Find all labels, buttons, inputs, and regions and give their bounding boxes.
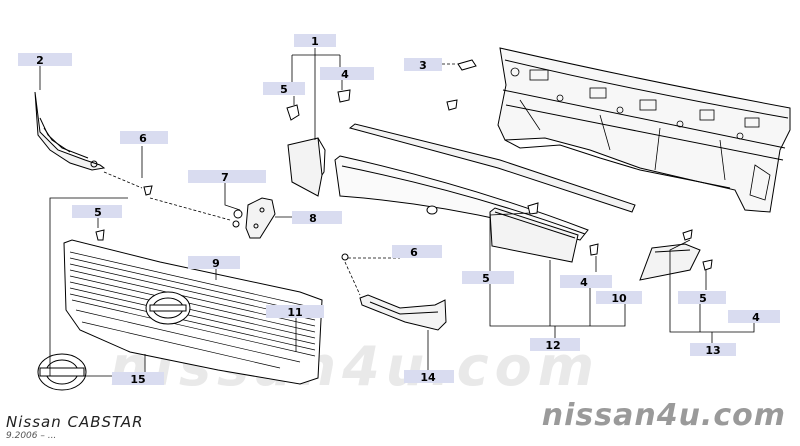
cowl-top-panel xyxy=(497,47,791,213)
svg-text:5: 5 xyxy=(699,292,707,305)
clip-icon xyxy=(286,89,458,121)
svg-text:5: 5 xyxy=(280,83,288,96)
callout-11: 11 xyxy=(266,305,324,319)
callout-9: 9 xyxy=(188,256,240,270)
callout-2: 2 xyxy=(18,53,72,67)
callout-5b: 5 xyxy=(72,205,122,219)
svg-text:5: 5 xyxy=(94,206,102,219)
callout-12: 12 xyxy=(530,338,580,352)
svg-text:10: 10 xyxy=(611,292,627,305)
callout-6b: 6 xyxy=(392,245,442,259)
callout-4b: 4 xyxy=(560,275,612,289)
callout-1: 1 xyxy=(294,34,336,48)
svg-text:14: 14 xyxy=(420,371,436,384)
svg-text:3: 3 xyxy=(419,59,427,72)
part-10-moulding xyxy=(489,207,579,263)
callout-14: 14 xyxy=(404,370,454,384)
part-8-bracket xyxy=(245,197,276,239)
svg-text:4: 4 xyxy=(341,68,349,81)
callout-5d: 5 xyxy=(678,291,726,305)
svg-text:11: 11 xyxy=(287,306,302,319)
callout-10: 10 xyxy=(596,291,642,305)
nissan-emblem-icon xyxy=(37,353,87,391)
part-7-screw-icon xyxy=(232,209,243,228)
callout-8: 8 xyxy=(292,211,342,225)
svg-text:8: 8 xyxy=(309,212,317,225)
callout-5a: 5 xyxy=(263,82,305,96)
svg-text:1: 1 xyxy=(311,35,319,48)
callout-13: 13 xyxy=(690,343,736,357)
part-15-front-grille xyxy=(63,239,323,385)
svg-text:4: 4 xyxy=(580,276,588,289)
callout-6a: 6 xyxy=(120,131,168,145)
callout-4c: 4 xyxy=(728,310,780,324)
svg-text:13: 13 xyxy=(705,344,720,357)
upper-moulding-strip xyxy=(348,123,636,213)
svg-text:4: 4 xyxy=(752,311,760,324)
svg-text:12: 12 xyxy=(545,339,560,352)
leader-lines xyxy=(39,48,755,377)
svg-text:9: 9 xyxy=(212,257,220,270)
footer-model-name: Nissan CABSTAR xyxy=(6,413,144,431)
callout-3: 3 xyxy=(404,58,442,72)
part-3-clip-icon xyxy=(457,59,477,71)
callout-4a: 4 xyxy=(320,67,374,81)
part-1-side-cover xyxy=(287,137,326,197)
svg-text:6: 6 xyxy=(139,132,147,145)
svg-text:2: 2 xyxy=(36,54,44,67)
callout-15: 15 xyxy=(112,372,164,386)
callout-5c: 5 xyxy=(462,271,514,285)
part-2-upper-garnish-strip xyxy=(34,91,106,171)
part-14-lower-moulding xyxy=(359,294,447,331)
footer-site-logo: nissan4u.com xyxy=(541,398,786,433)
svg-text:5: 5 xyxy=(482,272,490,285)
footer-date-range: 9.2006 – ... xyxy=(6,431,57,441)
callout-labels: 1 2 3 4 5 6 7 8 xyxy=(18,34,780,386)
svg-text:15: 15 xyxy=(130,373,145,386)
svg-text:7: 7 xyxy=(221,171,229,184)
svg-text:6: 6 xyxy=(410,246,418,259)
callout-7: 7 xyxy=(188,170,266,184)
